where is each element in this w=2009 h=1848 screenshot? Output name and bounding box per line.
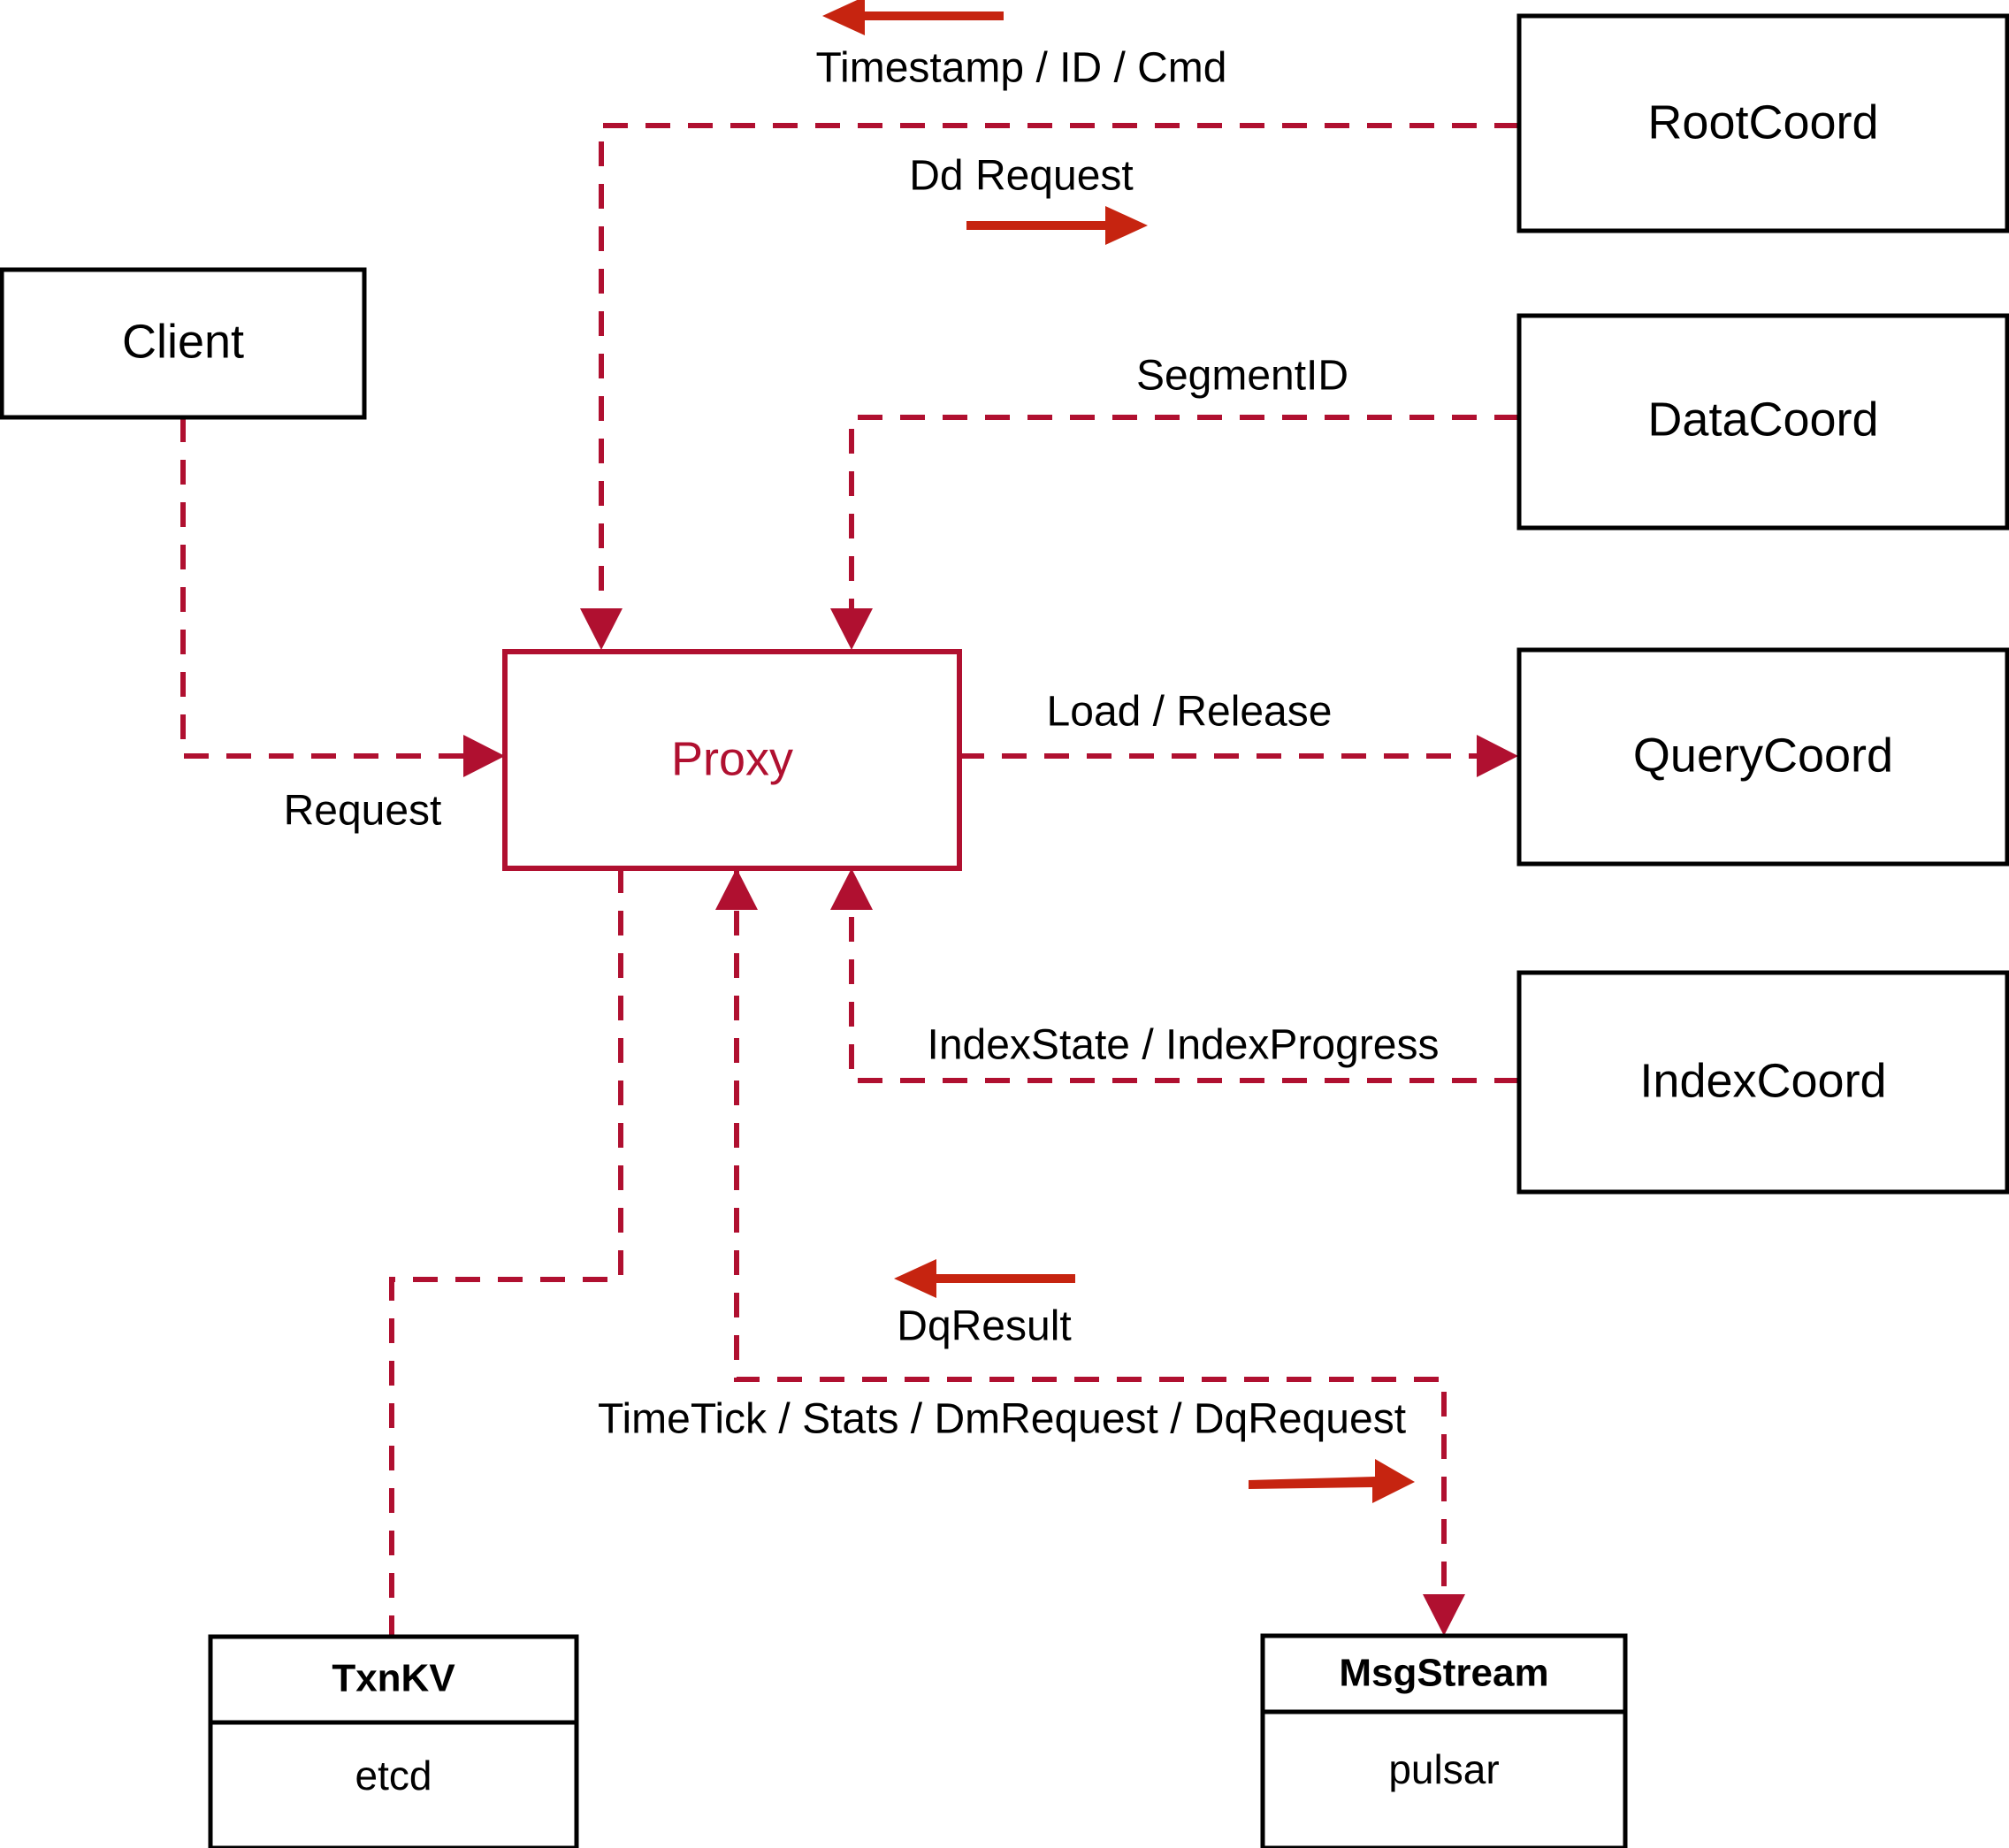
dqrequest-direction-arrow [1249,1459,1415,1503]
edge-request [180,417,505,777]
node-txnkv-sublabel: etcd [355,1753,432,1798]
node-txnkv-label: TxnKV [332,1657,455,1700]
edge-label-timestamp: Timestamp / ID / Cmd [816,45,1227,92]
node-client[interactable]: Client [0,267,367,420]
node-rootcoord-label: RootCoord [1647,95,1878,149]
edge-txnkv [389,868,623,1637]
node-msgstream-sublabel: pulsar [1388,1746,1499,1792]
edge-label-segmentid: SegmentID [1136,353,1348,400]
edge-label-loadrelease: Load / Release [1047,689,1333,736]
edge-dqresult-arrowhead [715,868,758,910]
node-indexcoord-label: IndexCoord [1639,1054,1886,1107]
edge-indexstate [830,868,1519,1083]
edge-segmentid [830,415,1519,650]
node-msgstream-label: MsgStream [1339,1652,1548,1695]
dqresult-direction-arrow [894,1259,1075,1298]
node-rootcoord[interactable]: RootCoord [1516,13,2009,233]
node-datacoord[interactable]: DataCoord [1516,313,2009,531]
node-txnkv[interactable]: TxnKV etcd [208,1634,579,1848]
node-proxy[interactable]: Proxy [502,649,962,871]
edge-timetick [734,868,1465,1636]
edge-label-ddrequest: Dd Request [909,153,1133,200]
node-client-label: Client [122,315,244,368]
edge-label-request: Request [284,788,442,835]
edge-label-indexstate: IndexState / IndexProgress [928,1022,1440,1069]
node-proxy-label: Proxy [671,732,793,785]
edge-timestamp [580,123,1519,650]
ddrequest-direction-arrow [966,206,1148,245]
node-querycoord-label: QueryCoord [1633,729,1893,782]
node-indexcoord[interactable]: IndexCoord [1516,970,2009,1195]
node-querycoord[interactable]: QueryCoord [1516,647,2009,867]
timestamp-direction-arrow [822,0,1004,35]
edge-loadrelease [959,735,1518,777]
edge-label-dqresult: DqResult [897,1303,1071,1350]
edge-label-timetick: TimeTick / Stats / DmRequest / DqRequest [598,1396,1406,1443]
node-msgstream[interactable]: MsgStream pulsar [1260,1633,1628,1848]
node-datacoord-label: DataCoord [1647,393,1878,446]
